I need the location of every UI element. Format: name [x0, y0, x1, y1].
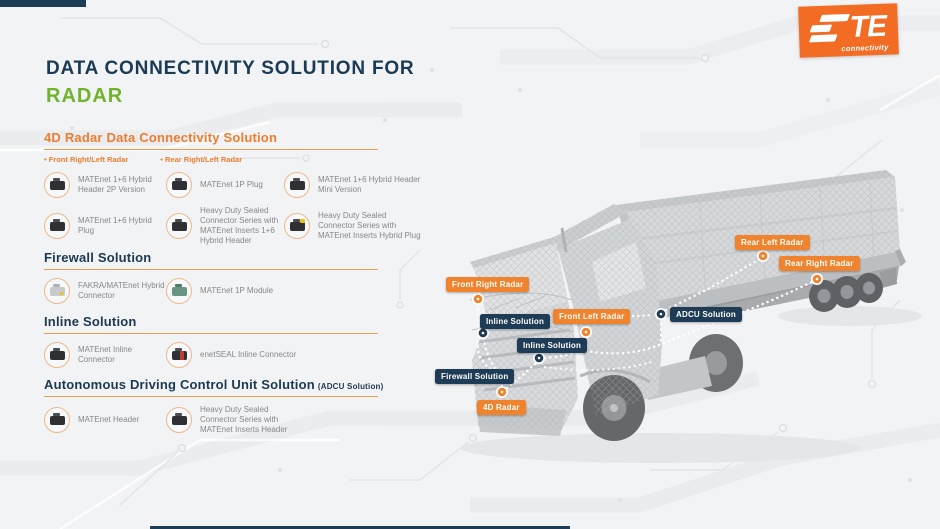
connector-icon	[166, 213, 192, 239]
inline-front-dot	[477, 327, 489, 339]
product-item: MATEnet Header	[44, 407, 166, 433]
label-firewall-solution: Firewall Solution	[435, 369, 515, 384]
section-divider	[44, 269, 378, 270]
label-rear-right-radar: Rear Right Radar	[779, 256, 860, 271]
product-item: enetSEAL Inline Connector	[166, 342, 366, 368]
product-item: MATEnet Inline Connector	[44, 342, 166, 368]
bottom-accent-strip	[150, 526, 570, 529]
adcu-dot	[655, 308, 667, 320]
product-item: MATEnet 1+6 Hybrid Header Mini Version	[284, 172, 444, 198]
connector-icon	[284, 172, 310, 198]
product-grid: MATEnet Inline Connector enetSEAL Inline…	[44, 342, 446, 368]
product-label: MATEnet 1P Plug	[200, 180, 263, 189]
product-label: Heavy Duty Sealed Connector Series with …	[200, 405, 288, 434]
te-logo-bars-icon	[806, 13, 850, 43]
product-item: MATEnet 1P Module	[166, 278, 366, 304]
radar-position-bullets: Front Right/Left Radar Rear Right/Left R…	[44, 155, 446, 164]
label-4d-radar: 4D Radar	[477, 400, 526, 415]
connector-icon	[44, 278, 70, 304]
rear-left-radar-dot	[757, 250, 769, 262]
bullet-item: Rear Right/Left Radar	[160, 155, 242, 164]
section-divider	[44, 333, 378, 334]
title-line-1: DATA CONNECTIVITY SOLUTION FOR	[46, 58, 415, 79]
connector-icon	[166, 407, 192, 433]
product-label: Heavy Duty Sealed Connector Series with …	[318, 211, 421, 240]
connector-icon	[284, 213, 310, 239]
te-logo-text: TE	[849, 9, 887, 44]
label-adcu-solution: ADCU Solution	[670, 307, 742, 322]
product-label: MATEnet Inline Connector	[78, 345, 133, 364]
section-adcu: Autonomous Driving Control Unit Solution…	[44, 377, 446, 435]
product-label: MATEnet 1+6 Hybrid Header Mini Version	[318, 175, 421, 194]
product-label: MATEnet 1+6 Hybrid Header 2P Version	[78, 175, 152, 194]
product-label: MATEnet 1+6 Hybrid Plug	[78, 216, 152, 235]
label-inline-solution-front: Inline Solution	[480, 314, 551, 329]
ground-shadow	[778, 306, 922, 326]
product-item: Heavy Duty Sealed Connector Series with …	[166, 206, 284, 246]
connector-icon	[44, 213, 70, 239]
product-grid: MATEnet 1+6 Hybrid Header 2P Version MAT…	[44, 172, 446, 246]
product-item: Heavy Duty Sealed Connector Series with …	[166, 405, 366, 435]
page-title: DATA CONNECTIVITY SOLUTION FOR RADAR	[46, 58, 414, 108]
label-front-right-radar: Front Right Radar	[446, 277, 530, 292]
section-heading: Inline Solution	[44, 314, 137, 329]
product-item: Heavy Duty Sealed Connector Series with …	[284, 211, 444, 241]
product-label: Heavy Duty Sealed Connector Series with …	[200, 206, 279, 245]
section-inline: Inline Solution MATEnet Inline Connector…	[44, 314, 446, 368]
ground-shadow	[460, 433, 860, 463]
connector-icon	[44, 407, 70, 433]
connector-icon	[166, 172, 192, 198]
top-accent-strip	[0, 0, 86, 7]
product-item: FAKRA/MATEnet Hybrid Connector	[44, 278, 166, 304]
label-front-left-radar: Front Left Radar	[553, 309, 631, 324]
connection-dots	[472, 250, 823, 398]
section-divider	[44, 149, 378, 150]
trailer-wheels	[809, 273, 883, 312]
product-label: FAKRA/MATEnet Hybrid Connector	[78, 281, 165, 300]
section-heading-suffix: (ADCU Solution)	[317, 382, 384, 391]
bullet-item: Front Right/Left Radar	[44, 155, 129, 164]
section-heading: 4D Radar Data Connectivity Solution	[44, 130, 278, 145]
connector-icon	[44, 172, 70, 198]
label-rear-left-radar: Rear Left Radar	[735, 235, 810, 250]
product-grid: FAKRA/MATEnet Hybrid Connector MATEnet 1…	[44, 278, 446, 304]
section-4d-radar: 4D Radar Data Connectivity Solution Fron…	[44, 130, 446, 246]
product-label: enetSEAL Inline Connector	[200, 350, 297, 359]
4d-radar-dot	[496, 386, 508, 398]
product-label: MATEnet 1P Module	[200, 286, 274, 295]
section-heading: Firewall Solution	[44, 250, 152, 265]
front-left-radar-dot	[580, 326, 592, 338]
product-grid: MATEnet Header Heavy Duty Sealed Connect…	[44, 405, 446, 435]
product-label: MATEnet Header	[78, 415, 140, 424]
front-right-radar-dot	[472, 293, 484, 305]
te-connectivity-logo: TE connectivity	[798, 3, 899, 58]
connector-icon	[44, 342, 70, 368]
label-inline-solution-mid: Inline Solution	[517, 338, 588, 353]
product-item: MATEnet 1+6 Hybrid Header 2P Version	[44, 172, 166, 198]
section-divider	[44, 396, 378, 397]
connector-icon	[166, 278, 192, 304]
inline-mid-dot	[533, 352, 545, 364]
section-firewall: Firewall Solution FAKRA/MATEnet Hybrid C…	[44, 250, 446, 304]
product-item: MATEnet 1P Plug	[166, 172, 284, 198]
section-heading-text: Autonomous Driving Control Unit Solution	[44, 377, 315, 392]
rear-right-radar-dot	[811, 273, 823, 285]
section-heading: Autonomous Driving Control Unit Solution…	[44, 377, 446, 392]
product-item: MATEnet 1+6 Hybrid Plug	[44, 213, 166, 239]
connector-icon	[166, 342, 192, 368]
te-logo-tagline: connectivity	[841, 42, 889, 54]
title-line-2: RADAR	[46, 85, 124, 107]
